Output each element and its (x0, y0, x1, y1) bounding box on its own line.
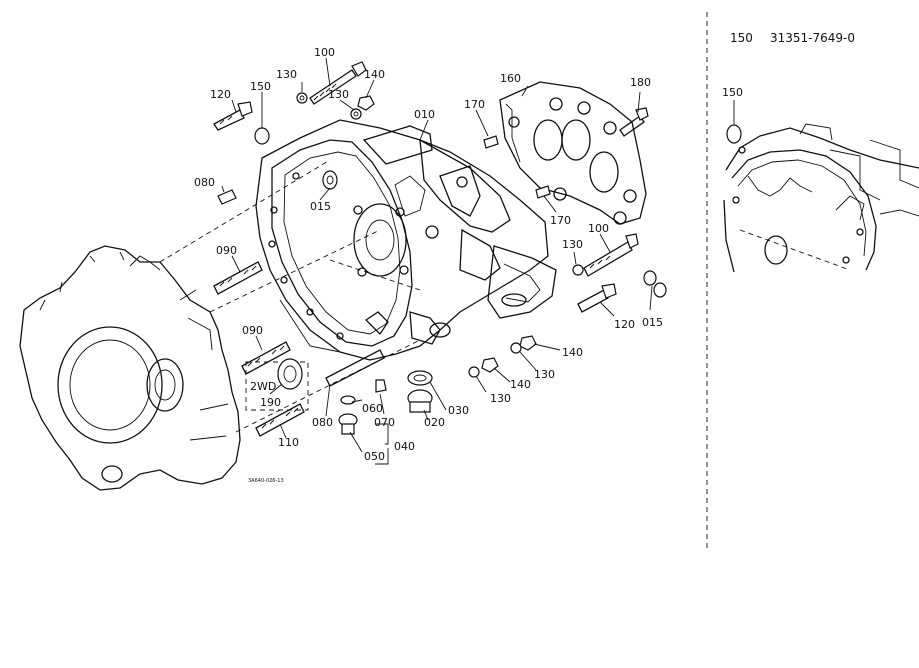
label-150-left: 150 (250, 80, 271, 93)
label-130-e: 130 (490, 392, 511, 405)
washer-060 (340, 395, 356, 405)
bolt-100-right (583, 233, 639, 277)
plug-020 (407, 389, 433, 413)
label-120-right: 120 (614, 318, 635, 331)
label-060: 060 (362, 402, 383, 415)
stud-110 (255, 403, 305, 437)
bolt-100-top (309, 61, 367, 105)
label-140-top: 140 (364, 68, 385, 81)
label-130-d: 130 (534, 368, 555, 381)
flywheel-housing (19, 245, 241, 491)
label-190: 190 (260, 396, 281, 409)
label-080-left: 080 (194, 176, 215, 189)
leader-lines (221, 57, 653, 453)
washer-130-e (468, 366, 480, 378)
label-015-left: 015 (310, 200, 331, 213)
drawing-code: 3A640-026-13 (248, 478, 284, 484)
nut-140-top (357, 95, 375, 111)
label-180: 180 (630, 76, 651, 89)
reference-part-no: 150 (730, 31, 753, 45)
reference-part-number: 31351-7649-0 (770, 31, 855, 45)
label-110: 110 (278, 436, 299, 449)
label-040: 040 (394, 440, 415, 453)
housing-bolt-hole (101, 465, 123, 483)
label-140-b: 140 (562, 346, 583, 359)
label-090-upper: 090 (216, 244, 237, 257)
label-015-right: 015 (642, 316, 663, 329)
label-160: 160 (500, 72, 521, 85)
washer-130-d (510, 342, 522, 354)
label-170-mid: 170 (550, 214, 571, 227)
label-020: 020 (424, 416, 445, 429)
bolt-120-left (213, 101, 253, 131)
detail-dowel-150 (726, 124, 742, 144)
cap-190 (245, 358, 309, 411)
detail-view (723, 100, 919, 273)
o-ring-030 (407, 370, 433, 386)
label-100-top: 100 (314, 46, 335, 59)
label-030: 030 (448, 404, 469, 417)
flywheel-bore (57, 326, 163, 444)
label-170-top: 170 (464, 98, 485, 111)
case-center-bore (353, 203, 407, 277)
shaft-boss (146, 358, 184, 412)
bolt-180 (619, 107, 649, 137)
label-080-lower: 080 (312, 416, 333, 429)
label-120-left: 120 (210, 88, 231, 101)
label-100-right: 100 (588, 222, 609, 235)
bolt-120-right (577, 283, 617, 313)
rear-cover-plate (499, 81, 647, 225)
washer-130-b (350, 108, 362, 120)
washer-130-c (572, 264, 584, 276)
pin-170-a (483, 135, 499, 149)
label-010: 010 (414, 108, 435, 121)
label-130-c: 130 (562, 238, 583, 251)
reference-header: 150 31351-7649-0 (730, 31, 855, 45)
pin-080 (217, 189, 237, 205)
dowel-150 (254, 127, 270, 145)
label-130-b: 130 (328, 88, 349, 101)
pin-080-lower (325, 349, 385, 387)
label-2wd: 2WD (250, 380, 276, 393)
nut-140-b (519, 335, 537, 351)
callout-labels: 100 140 130 130 120 150 010 170 160 180 … (194, 46, 743, 484)
stud-090-lower (241, 341, 291, 375)
transmission-case (255, 119, 557, 361)
label-150-detail: 150 (722, 86, 743, 99)
label-050: 050 (364, 450, 385, 463)
label-130-a: 130 (276, 68, 297, 81)
washer-130-a (296, 92, 308, 104)
drain-plug-040 (338, 413, 358, 435)
stud-090-upper (213, 261, 263, 295)
pin-170-b (535, 185, 551, 199)
label-070: 070 (374, 416, 395, 429)
label-140-c: 140 (510, 378, 531, 391)
label-090-lower: 090 (242, 324, 263, 337)
dowel-015-right (643, 270, 657, 286)
plug-070 (375, 379, 387, 393)
